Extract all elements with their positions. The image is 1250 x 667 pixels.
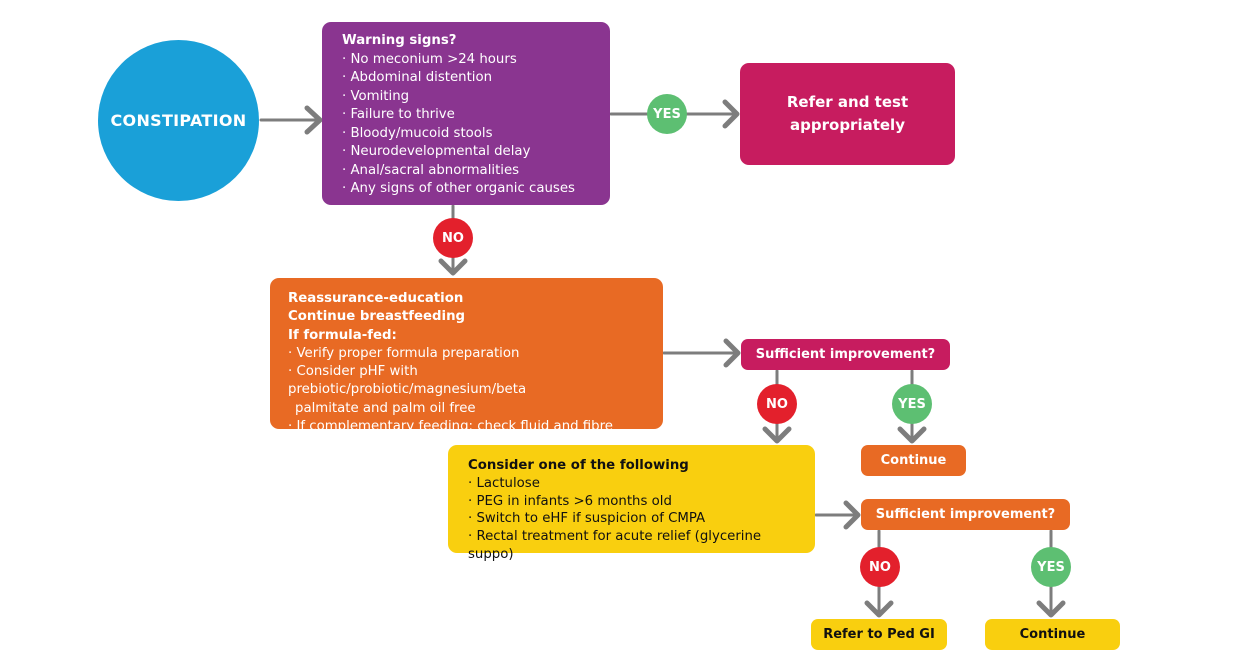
warning-item: · Failure to thrive (342, 107, 455, 122)
yes-label: YES (1037, 559, 1065, 575)
warning-signs-title: Warning signs? (342, 33, 457, 48)
yes-badge-sufficient-1: YES (892, 384, 932, 424)
arrowhead-sufficient-2-to-refer-ped-gi (864, 600, 894, 618)
consider-item: · Lactulose (468, 475, 540, 491)
yes-badge-warning: YES (647, 94, 687, 134)
continue-1-label: Continue (880, 453, 947, 468)
warning-item: · Abdominal distention (342, 70, 493, 85)
arrowhead-sufficient-1-to-continue-1 (897, 426, 927, 444)
arrowhead-sufficient-2-to-continue-2 (1036, 600, 1066, 618)
no-badge-warning: NO (433, 218, 473, 258)
reassurance-item: · If complementary feeding: check fluid … (288, 419, 613, 453)
reassurance-item: · Verify proper formula preparation (288, 345, 520, 361)
no-badge-sufficient-2: NO (860, 547, 900, 587)
yes-label: YES (653, 106, 681, 122)
no-label: NO (442, 230, 464, 246)
yes-badge-sufficient-2: YES (1031, 547, 1071, 587)
warning-item: · Any signs of other organic causes (342, 181, 575, 196)
arrowhead-warning-to-reassurance (438, 258, 468, 276)
no-badge-sufficient-1: NO (757, 384, 797, 424)
constipation-label: CONSTIPATION (110, 111, 247, 130)
consider-item: · Rectal treatment for acute relief (gly… (468, 529, 762, 562)
warning-signs-box: Warning signs? · No meconium >24 hours ·… (322, 22, 610, 205)
warning-item: · Bloody/mucoid stools (342, 125, 493, 141)
consider-options-box: Consider one of the following · Lactulos… (448, 445, 815, 562)
consider-item: · PEG in infants >6 months old (468, 493, 672, 509)
refer-ped-gi-box: Refer to Ped GI (811, 619, 947, 650)
refer-line-2: appropriately (790, 116, 905, 134)
no-label: NO (869, 559, 891, 575)
sufficient-improvement-2: Sufficient improvement? (861, 499, 1070, 530)
consider-title: Consider one of the following (468, 458, 689, 473)
warning-item: · Vomiting (342, 88, 410, 104)
warning-item: · Anal/sacral abnormalities (342, 162, 520, 178)
warning-item: · Neurodevelopmental delay (342, 144, 531, 159)
constipation-start-node: CONSTIPATION (98, 40, 259, 201)
arrowhead-consider-to-sufficient-2 (843, 500, 861, 530)
no-label: NO (766, 396, 788, 412)
yes-label: YES (898, 396, 926, 412)
sufficient-improvement-1-label: Sufficient improvement? (755, 347, 936, 362)
continue-2-label: Continue (1019, 627, 1086, 642)
continue-box-2: Continue (985, 619, 1120, 650)
consider-item: · Switch to eHF if suspicion of CMPA (468, 511, 706, 527)
sufficient-improvement-2-label: Sufficient improvement? (875, 507, 1056, 522)
continue-box-1: Continue (861, 445, 966, 476)
warning-item: · No meconium >24 hours (342, 51, 517, 67)
reassurance-line-1: Reassurance-education (288, 291, 464, 306)
sufficient-improvement-1: Sufficient improvement? (741, 339, 950, 370)
reassurance-box: Reassurance-education Continue breastfee… (270, 278, 663, 452)
arrowhead-start-to-warning (304, 105, 323, 135)
arrowhead-sufficient-1-to-consider (762, 426, 792, 444)
arrowhead-reassurance-to-sufficient-1 (723, 338, 741, 368)
reassurance-item: · Consider pHF with prebiotic/probiotic/… (288, 364, 527, 398)
refer-ped-gi-label: Refer to Ped GI (823, 627, 935, 642)
refer-and-test-box: Refer and test appropriately (740, 63, 955, 165)
refer-line-1: Refer and test (786, 93, 909, 111)
arrowhead-warning-to-refer (722, 99, 740, 129)
reassurance-line-3: If formula-fed: (288, 327, 397, 343)
reassurance-line-2: Continue breastfeeding (288, 309, 466, 325)
reassurance-item-continued: palmitate and palm oil free (295, 400, 476, 416)
